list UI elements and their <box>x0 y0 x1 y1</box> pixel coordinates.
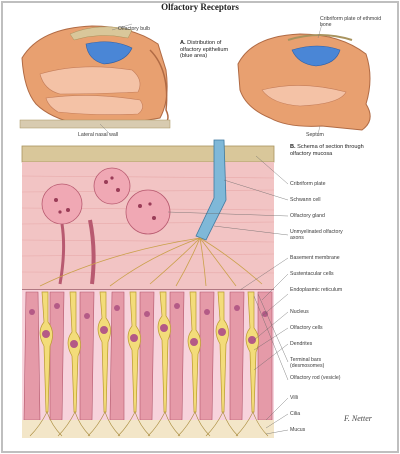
artist-signature: F. Netter <box>344 416 372 422</box>
label-cribriform-plate-ethmoid: Cribriform plate of ethmoid bone <box>320 16 384 28</box>
label-cilia: Cilia <box>290 411 300 417</box>
inferior-concha-a <box>46 95 143 114</box>
label-terminal-bars: Terminal bars (desmosomes) <box>290 357 350 369</box>
label-olfactory-gland: Olfactory gland <box>290 213 325 219</box>
label-dendrites: Dendrites <box>290 341 312 347</box>
label-mucus: Mucus <box>290 427 305 433</box>
label-nucleus: Nucleus <box>290 309 309 315</box>
label-sustentacular-cells: Sustentacular cells <box>290 271 334 277</box>
label-basement-membrane: Basement membrane <box>290 255 340 261</box>
panel-a-drawing <box>20 24 170 134</box>
label-cribriform-plate: Cribriform plate <box>290 181 325 187</box>
mucus-layer <box>22 420 274 438</box>
panel-b-nose-drawing <box>238 24 370 134</box>
panel-b-letter: B. <box>290 144 296 150</box>
label-olfactory-rod: Olfactory rod (vesicle) <box>290 375 346 381</box>
label-schwann-cell: Schwann cell <box>290 197 321 203</box>
panel-a-caption-text: Distribution of olfactory epithelium (bl… <box>180 40 228 59</box>
label-septum: Septum <box>306 132 324 138</box>
panel-b-caption: B. Schema of section through olfactory m… <box>290 144 380 157</box>
label-olfactory-cells: Olfactory cells <box>290 325 323 331</box>
panel-a-letter: A. <box>180 40 186 46</box>
label-villi: Villi <box>290 395 298 401</box>
cribriform-plate-band <box>22 146 274 162</box>
label-lateral-nasal-wall: Lateral nasal wall <box>78 132 118 138</box>
label-olfactory-bulb: Olfactory bulb <box>118 26 150 32</box>
label-endoplasmic-reticulum: Endoplasmic reticulum <box>290 287 346 293</box>
label-unmyelinated-olfactory-axons: Unmyelinated olfactory axons <box>290 229 346 241</box>
panel-a-caption: A. Distribution of olfactory epithelium … <box>180 40 242 60</box>
panel-b-caption-text: Schema of section through olfactory muco… <box>290 144 364 157</box>
middle-concha-a <box>40 67 140 94</box>
mucosa-schema <box>22 140 288 438</box>
